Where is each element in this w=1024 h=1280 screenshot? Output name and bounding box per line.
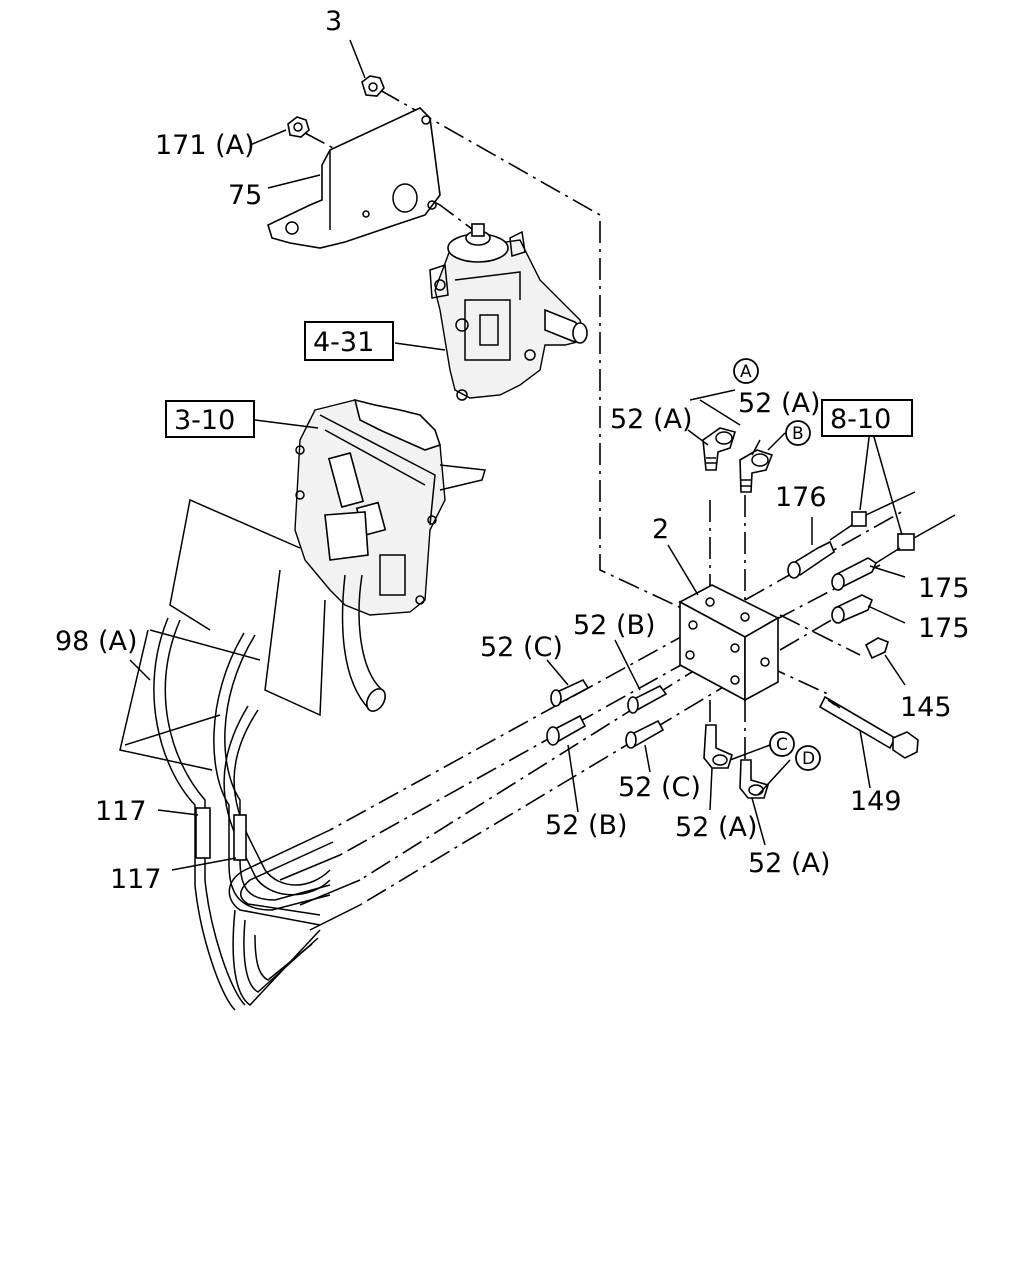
connectors-8-10 xyxy=(829,491,956,564)
elbow-fitting-52a-top-right xyxy=(739,449,774,493)
circle-d: D xyxy=(795,745,821,771)
ref-8-10-text: 8-10 xyxy=(830,404,891,435)
ref-box-4-31[interactable]: 4-31 xyxy=(304,321,394,361)
nut-171a xyxy=(287,116,310,138)
label-176: 176 xyxy=(775,482,827,513)
fitting-52c-upper xyxy=(550,678,590,707)
fitting-52c-lower xyxy=(625,719,665,749)
circle-b: B xyxy=(785,420,811,446)
label-52a-4: 52 (A) xyxy=(748,848,830,879)
ref-4-31-text: 4-31 xyxy=(313,327,374,358)
label-52c-1: 52 (C) xyxy=(480,632,563,663)
elbow-fitting-52a-top-left xyxy=(702,427,737,471)
label-3: 3 xyxy=(325,6,342,37)
label-98a: 98 (A) xyxy=(55,626,137,657)
leader-lines xyxy=(119,39,906,871)
label-52a-1: 52 (A) xyxy=(610,404,692,435)
label-52a-2: 52 (A) xyxy=(738,388,820,419)
labels: 3 171 (A) 75 2 52 (A) 52 (A) 52 (A) 52 (… xyxy=(55,6,970,895)
fitting-52b-lower xyxy=(546,714,587,746)
label-149: 149 xyxy=(850,786,902,817)
label-75: 75 xyxy=(228,180,262,211)
distributor-assembly xyxy=(294,398,486,712)
circle-c: C xyxy=(769,731,795,757)
label-2: 2 xyxy=(652,514,669,545)
label-175-2: 175 xyxy=(918,613,970,644)
manifold-block-2 xyxy=(678,584,780,702)
elbow-fitting-52a-bottom-right xyxy=(739,759,770,799)
elbow-fitting-52a-bottom-left xyxy=(703,724,733,769)
ref-3-10-text: 3-10 xyxy=(174,405,235,436)
nut-3 xyxy=(361,75,385,97)
pipe-bundle xyxy=(153,498,361,1011)
switch-176 xyxy=(787,540,835,579)
plug-145 xyxy=(864,637,889,660)
ref-box-3-10[interactable]: 3-10 xyxy=(165,400,255,438)
label-117-1: 117 xyxy=(95,796,147,827)
circle-a-text: A xyxy=(740,362,752,382)
label-117-2: 117 xyxy=(110,864,162,895)
label-145: 145 xyxy=(900,692,952,723)
switch-175-upper xyxy=(831,557,878,591)
label-52c-2: 52 (C) xyxy=(618,772,701,803)
label-52b-1: 52 (B) xyxy=(573,610,656,641)
pump-assembly xyxy=(429,223,588,401)
circle-d-text: D xyxy=(802,749,815,769)
label-175-1: 175 xyxy=(918,573,970,604)
ref-box-8-10[interactable]: 8-10 xyxy=(821,399,913,437)
switch-175-lower xyxy=(831,594,874,624)
bracket-75 xyxy=(267,107,441,249)
circle-c-text: C xyxy=(776,735,788,755)
fitting-52b-upper xyxy=(627,684,668,714)
bolt-149 xyxy=(818,695,919,759)
circle-a: A xyxy=(733,358,759,384)
label-52b-2: 52 (B) xyxy=(545,810,628,841)
label-171a: 171 (A) xyxy=(155,130,255,161)
label-52a-3: 52 (A) xyxy=(675,812,757,843)
circle-b-text: B xyxy=(792,424,804,444)
